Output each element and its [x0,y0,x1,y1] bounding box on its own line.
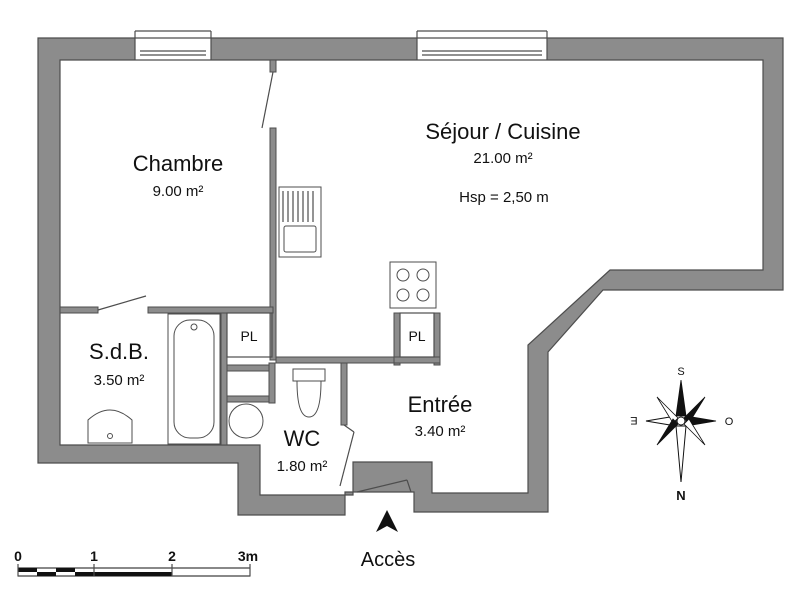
compass-south: S [677,366,684,378]
door-chambre [261,71,274,129]
kitchen-sink [278,186,322,258]
door-entrance [356,479,412,493]
toilet [292,368,326,418]
sejour-area: 21.00 m² [473,150,532,167]
access-label: Accès [361,549,415,571]
chambre-area: 9.00 m² [153,183,204,200]
closet-left-label: PL [240,328,257,344]
wc-area: 1.80 m² [277,458,328,475]
sdb-name: S.d.B. [89,339,149,364]
window-sejour [416,30,548,61]
scale-tick-1: 1 [90,548,98,564]
chambre-name: Chambre [133,151,223,176]
closet-left: PL [226,312,273,358]
door-wc [339,424,355,487]
scale-tick-0: 0 [14,548,22,564]
sejour-name: Séjour / Cuisine [425,119,580,144]
cooktop [389,261,437,309]
compass-east: E [630,414,637,426]
scale-tick-2: 2 [168,548,176,564]
compass-west: O [725,416,734,428]
water-heater [228,403,264,439]
window-chambre [134,30,212,61]
door-sdb [97,295,147,311]
wc-name: WC [284,426,321,451]
closet-right: PL [399,312,435,358]
exterior-walls [37,37,784,516]
interior-partitions [59,59,441,446]
compass-north: N [676,488,685,503]
entree-area: 3.40 m² [415,423,466,440]
closet-right-label: PL [408,328,425,344]
entrance-arrow-icon [376,510,398,532]
entree-name: Entrée [408,392,473,417]
scale-tick-3: 3m [238,548,258,564]
compass-rose-icon [645,379,717,483]
scale-bar [17,564,251,577]
bathtub [167,313,221,445]
washbasin [87,409,133,444]
sdb-area: 3.50 m² [94,372,145,389]
ceiling-height: Hsp = 2,50 m [459,189,549,206]
